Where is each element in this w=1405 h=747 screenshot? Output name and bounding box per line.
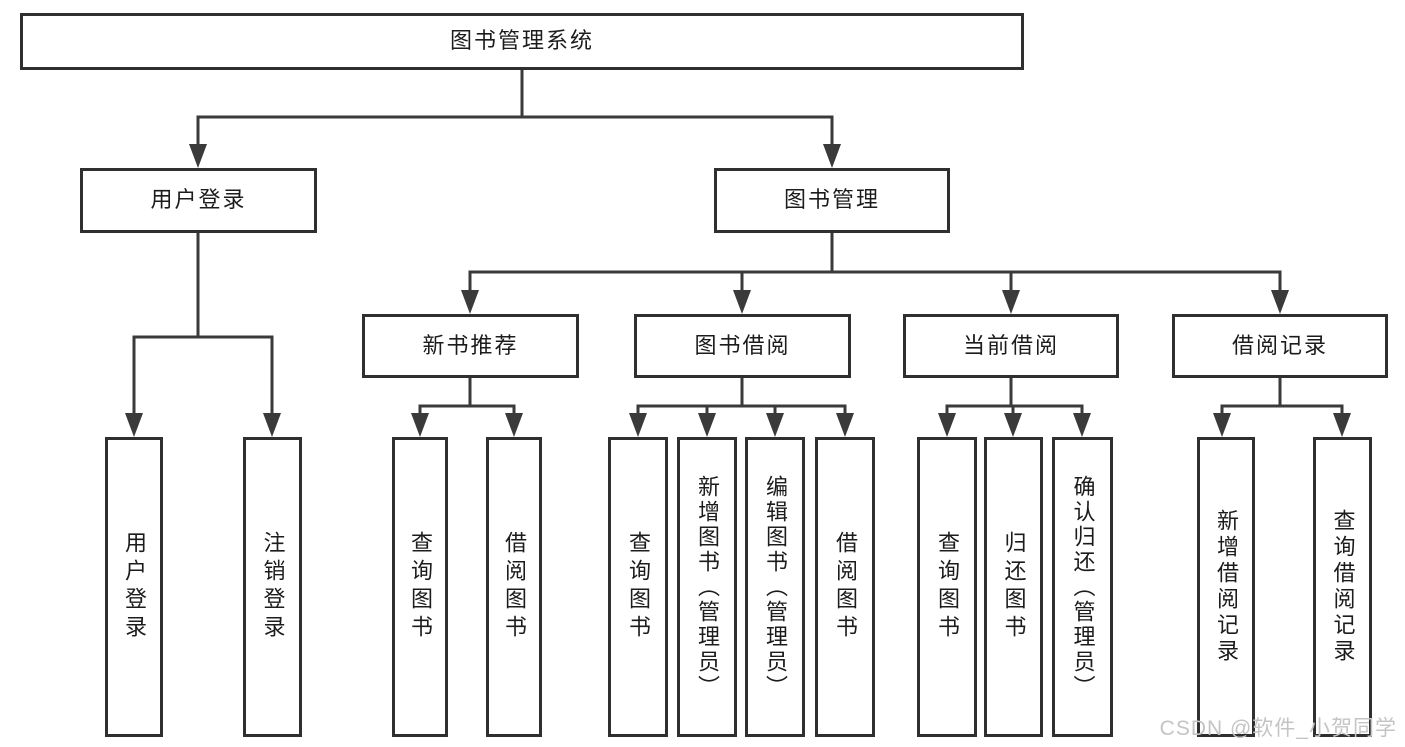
- leaf-borrow-borrow-books: 借阅图书: [815, 437, 875, 737]
- leaf-cur-query-books: 查询图书: [917, 437, 977, 737]
- leaf-query-borrow-record: 查询借阅记录: [1313, 437, 1372, 737]
- node-new-book-recommend: 新书推荐: [362, 314, 579, 378]
- leaf-add-books-admin: 新增图书（管理员）: [677, 437, 737, 737]
- node-current-borrowing: 当前借阅: [903, 314, 1119, 378]
- leaf-rec-query-books: 查询图书: [392, 437, 448, 737]
- node-book-management: 图书管理: [714, 168, 950, 233]
- leaf-return-books: 归还图书: [984, 437, 1043, 737]
- leaf-user-login: 用户登录: [105, 437, 163, 737]
- leaf-rec-borrow-books: 借阅图书: [486, 437, 542, 737]
- leaf-borrow-query-books: 查询图书: [608, 437, 668, 737]
- leaf-confirm-return-admin: 确认归还（管理员）: [1052, 437, 1113, 737]
- node-borrowing-records: 借阅记录: [1172, 314, 1388, 378]
- leaf-edit-books-admin: 编辑图书（管理员）: [745, 437, 805, 737]
- watermark-text: CSDN @软件_小贺同学: [1159, 717, 1397, 740]
- node-library-management-system: 图书管理系统: [20, 13, 1024, 70]
- node-book-borrowing: 图书借阅: [634, 314, 851, 378]
- node-user-login: 用户登录: [80, 168, 317, 233]
- leaf-logout: 注销登录: [243, 437, 302, 737]
- leaf-add-borrow-record: 新增借阅记录: [1197, 437, 1255, 737]
